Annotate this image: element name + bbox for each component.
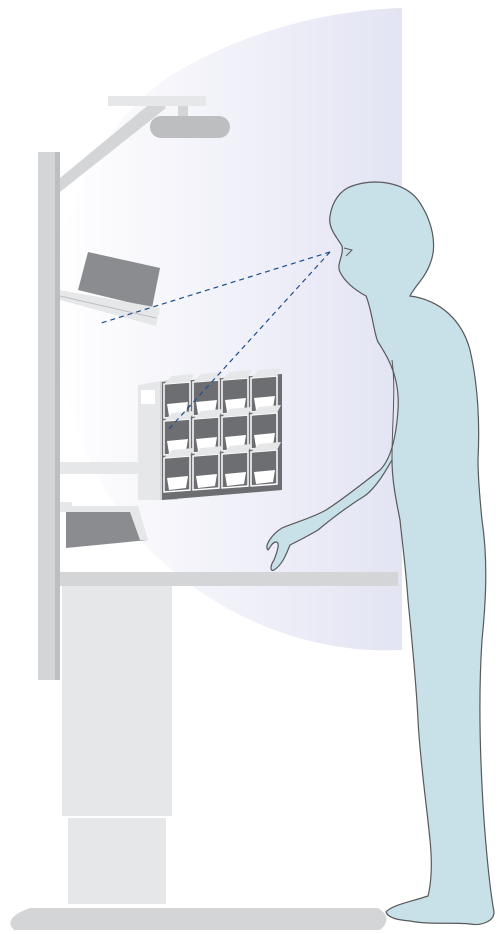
parts-bin-label bbox=[254, 470, 275, 484]
parts-bin bbox=[250, 442, 281, 487]
operator-eye bbox=[343, 247, 353, 257]
sightline-to-bins bbox=[167, 251, 331, 431]
parts-bin bbox=[221, 444, 252, 489]
parts-bin bbox=[163, 374, 194, 419]
sightline-to-monitor bbox=[97, 251, 331, 325]
parts-bin-rim bbox=[222, 407, 252, 417]
parts-bin-rim bbox=[164, 374, 194, 384]
parts-bin-rack bbox=[138, 368, 282, 500]
parts-bin-label bbox=[196, 474, 217, 488]
light-bracket bbox=[108, 96, 206, 106]
pedestal-leg bbox=[68, 818, 166, 904]
lower-shelf bbox=[60, 462, 148, 548]
parts-bin bbox=[221, 370, 252, 415]
upright-post-inner bbox=[55, 152, 60, 680]
overhead-light bbox=[60, 96, 230, 192]
parts-bin bbox=[163, 411, 194, 456]
parts-bin-rim bbox=[251, 442, 281, 452]
parts-bin-rim bbox=[222, 370, 252, 380]
lower-shelf-rail bbox=[60, 462, 138, 474]
parts-bin-rim bbox=[164, 448, 194, 458]
base-foot bbox=[10, 908, 387, 930]
parts-bin bbox=[192, 372, 223, 417]
work-surface bbox=[60, 572, 398, 586]
pedestal-upper bbox=[62, 586, 172, 816]
bin-rack-label bbox=[141, 390, 155, 404]
light-arm bbox=[60, 97, 166, 192]
parts-bin-rim bbox=[222, 444, 252, 454]
bin-grid bbox=[163, 368, 281, 493]
light-lamp bbox=[150, 116, 230, 138]
operator-arm-line bbox=[391, 359, 395, 461]
lower-shelf-tray-edge bbox=[60, 506, 148, 540]
parts-bin-rim bbox=[251, 405, 281, 415]
upright-post bbox=[38, 152, 60, 680]
sightlines bbox=[97, 251, 331, 431]
parts-bin-label bbox=[225, 472, 246, 486]
light-stem bbox=[178, 106, 188, 118]
monitor-shelf bbox=[59, 252, 160, 326]
monitor-screen bbox=[78, 252, 160, 308]
operator-figure bbox=[266, 181, 495, 926]
parts-bin bbox=[163, 448, 194, 493]
lower-shelf-tray bbox=[66, 508, 148, 548]
parts-bin-rim bbox=[164, 411, 194, 421]
reach-zone bbox=[54, 8, 402, 651]
parts-bin bbox=[250, 405, 281, 450]
parts-bin bbox=[221, 407, 252, 452]
parts-bin bbox=[192, 409, 223, 454]
parts-bin bbox=[192, 446, 223, 491]
parts-bin-rim bbox=[193, 409, 223, 419]
parts-bin bbox=[250, 368, 281, 413]
parts-bin-label bbox=[167, 476, 188, 490]
parts-bin-rim bbox=[193, 446, 223, 456]
parts-bin-rim bbox=[251, 368, 281, 378]
parts-bin-rim bbox=[193, 372, 223, 382]
monitor-shelf-plate bbox=[60, 290, 160, 326]
